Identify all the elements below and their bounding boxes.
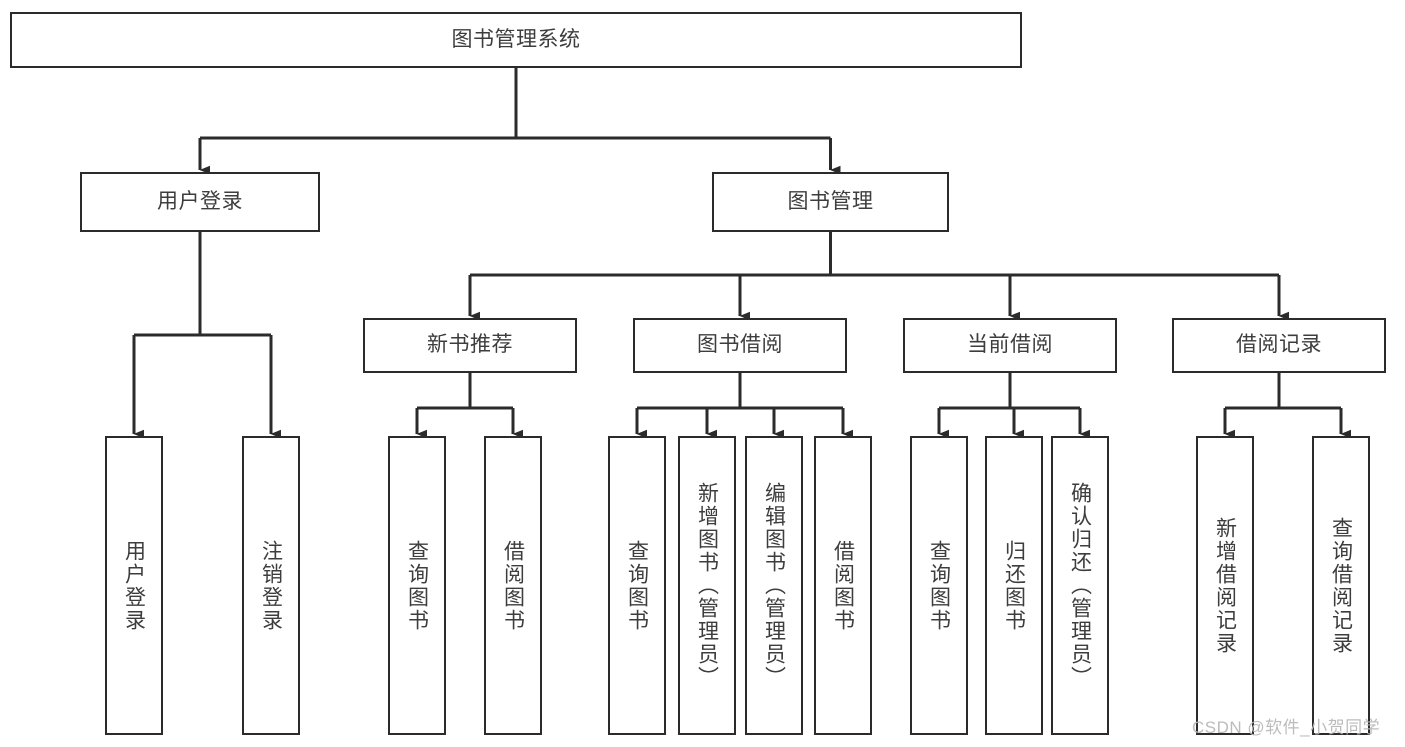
node-box-records[interactable]: 借阅记录 — [1172, 318, 1386, 373]
node-box-login[interactable]: 用户登录 — [80, 172, 320, 232]
node-box-current[interactable]: 当前借阅 — [903, 318, 1117, 373]
node-label-l9: 查询图书 — [927, 539, 951, 632]
node-box-l1[interactable]: 用户登录 — [105, 436, 163, 735]
node-box-l13[interactable]: 查询借阅记录 — [1312, 436, 1370, 735]
node-box-root[interactable]: 图书管理系统 — [10, 12, 1022, 68]
node-label-root: 图书管理系统 — [451, 27, 581, 51]
node-box-l9[interactable]: 查询图书 — [910, 436, 968, 735]
node-label-records: 借阅记录 — [1236, 333, 1322, 357]
node-label-l11: 确认归还（管理员） — [1068, 482, 1092, 689]
node-box-l11[interactable]: 确认归还（管理员） — [1051, 436, 1109, 735]
node-label-l5: 查询图书 — [625, 539, 649, 632]
node-box-l7[interactable]: 编辑图书（管理员） — [745, 436, 803, 735]
node-box-newbook[interactable]: 新书推荐 — [363, 318, 577, 373]
node-box-bookmgmt[interactable]: 图书管理 — [712, 172, 949, 232]
node-label-newbook: 新书推荐 — [427, 333, 513, 357]
node-box-borrow[interactable]: 图书借阅 — [633, 318, 847, 373]
node-label-l4: 借阅图书 — [501, 539, 525, 632]
node-box-l2[interactable]: 注销登录 — [242, 436, 300, 735]
node-label-l6: 新增图书（管理员） — [695, 482, 719, 689]
node-box-l6[interactable]: 新增图书（管理员） — [678, 436, 736, 735]
node-label-l10: 归还图书 — [1002, 539, 1026, 632]
node-label-l2: 注销登录 — [259, 539, 283, 632]
node-label-bookmgmt: 图书管理 — [787, 189, 874, 213]
node-box-l10[interactable]: 归还图书 — [985, 436, 1043, 735]
node-label-l3: 查询图书 — [405, 539, 429, 632]
node-label-l13: 查询借阅记录 — [1329, 516, 1353, 655]
edge-layer — [132, 68, 1351, 439]
node-label-l8: 借阅图书 — [831, 539, 855, 632]
node-box-l12[interactable]: 新增借阅记录 — [1196, 436, 1254, 735]
node-label-l12: 新增借阅记录 — [1213, 516, 1237, 655]
node-box-l5[interactable]: 查询图书 — [608, 436, 666, 735]
node-box-l4[interactable]: 借阅图书 — [484, 436, 542, 735]
node-box-l8[interactable]: 借阅图书 — [814, 436, 872, 735]
watermark-text: CSDN @软件_小贺同学 — [1192, 718, 1381, 737]
node-label-l1: 用户登录 — [122, 539, 146, 632]
node-box-l3[interactable]: 查询图书 — [388, 436, 446, 735]
node-label-login: 用户登录 — [157, 189, 243, 213]
node-label-l7: 编辑图书（管理员） — [762, 482, 786, 689]
node-label-borrow: 图书借阅 — [697, 333, 783, 357]
node-label-current: 当前借阅 — [967, 333, 1053, 357]
